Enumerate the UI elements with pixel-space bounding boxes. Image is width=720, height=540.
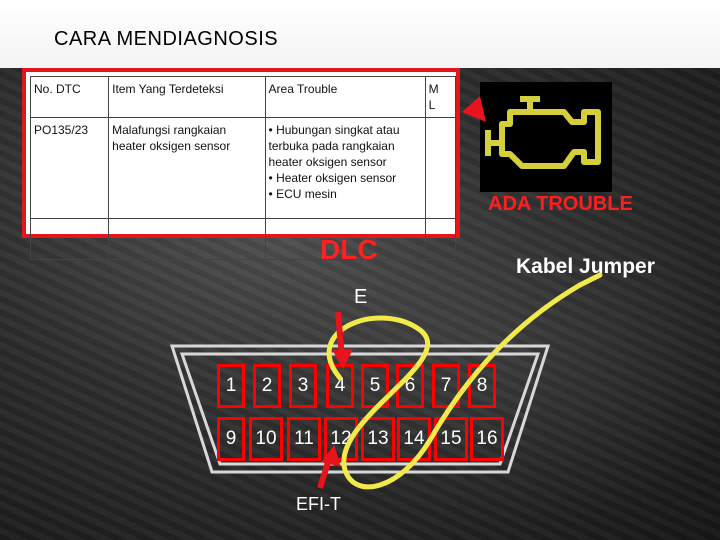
pin-2[interactable]: 2	[253, 364, 281, 408]
pin-efi-t-label: EFI-T	[296, 494, 341, 515]
pin-15[interactable]: 15	[434, 417, 468, 461]
pin-12[interactable]: 12	[324, 417, 358, 461]
pin-13[interactable]: 13	[361, 417, 395, 461]
pin-3[interactable]: 3	[289, 364, 317, 408]
pin-1[interactable]: 1	[217, 364, 245, 408]
pin-8[interactable]: 8	[468, 364, 496, 408]
pin-9[interactable]: 9	[217, 417, 245, 461]
pin-16[interactable]: 16	[470, 417, 504, 461]
pin-6[interactable]: 6	[396, 364, 424, 408]
pin-14[interactable]: 14	[397, 417, 431, 461]
pin-11[interactable]: 11	[287, 417, 321, 461]
pin-4[interactable]: 4	[326, 364, 354, 408]
pin-10[interactable]: 10	[249, 417, 283, 461]
pin-5[interactable]: 5	[361, 364, 389, 408]
pin-7[interactable]: 7	[432, 364, 460, 408]
